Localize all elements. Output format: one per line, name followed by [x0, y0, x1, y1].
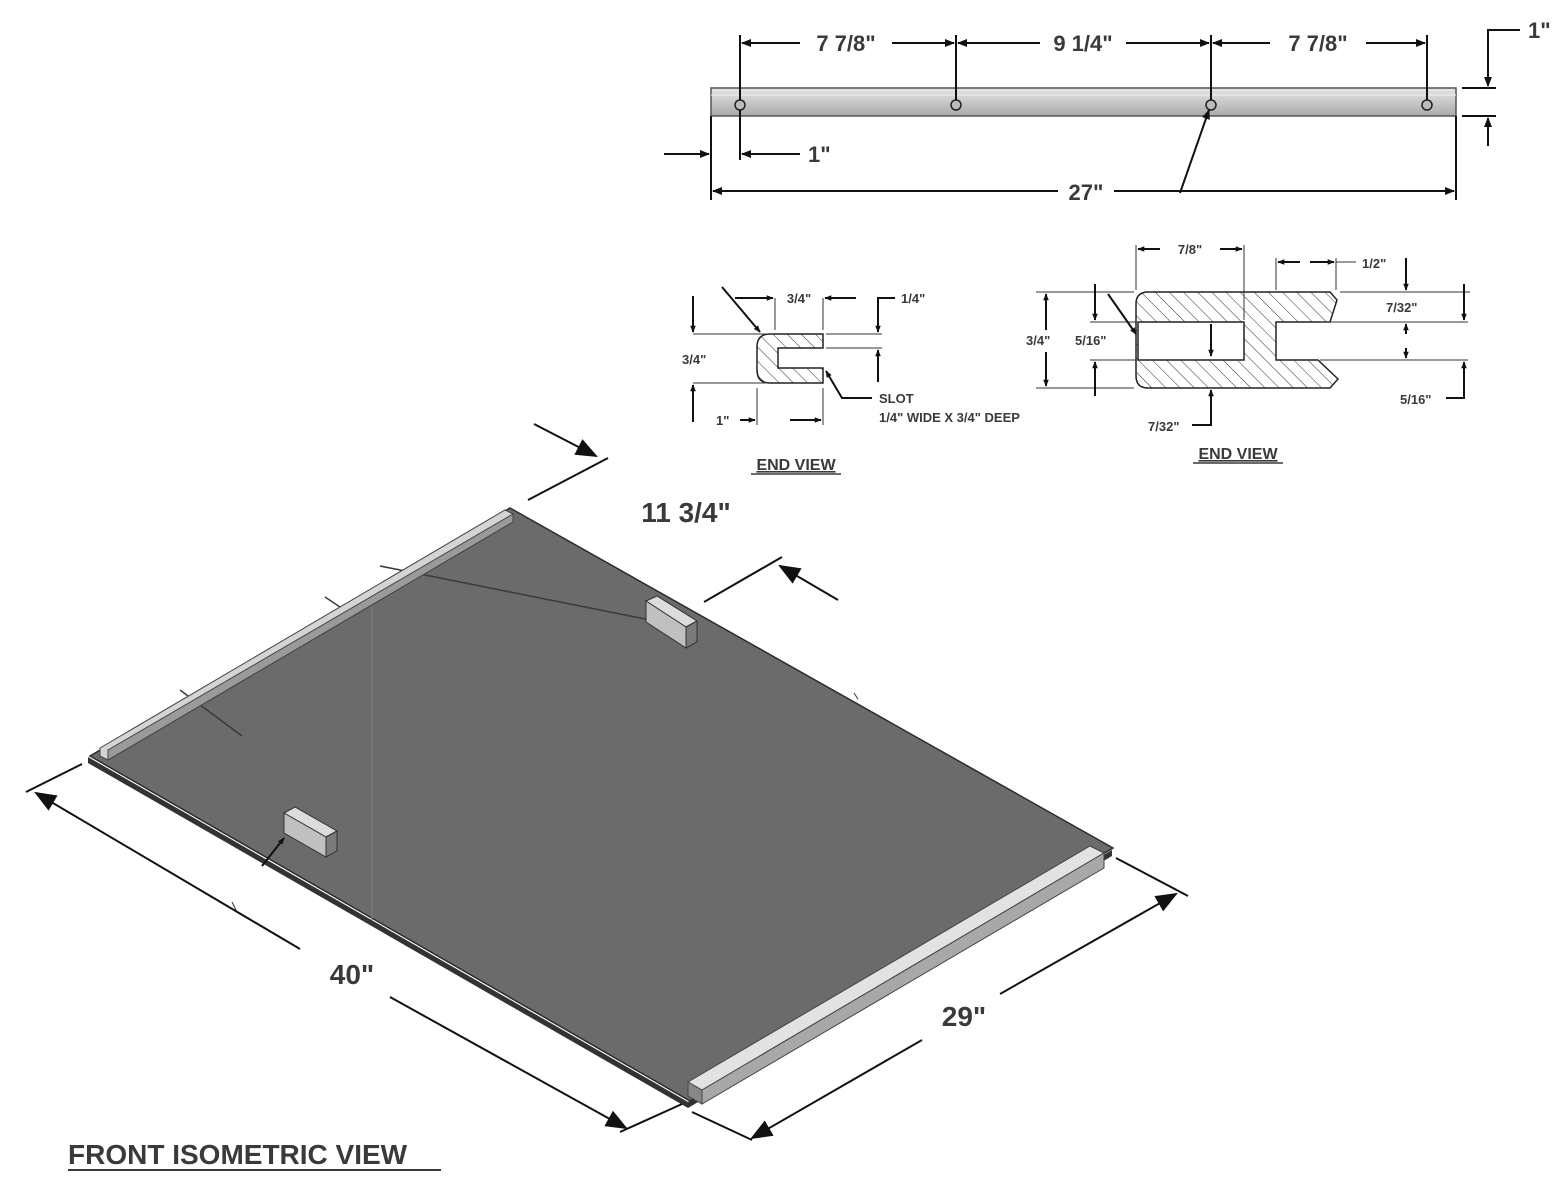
- dim-top-small: 3/4": [787, 291, 811, 306]
- strip-top-view: 7 7/8" 9 1/4" 7 7/8" 1" 1" 27": [664, 18, 1551, 205]
- clip-block-front: [282, 806, 339, 858]
- front-strip: [687, 845, 1106, 1105]
- end-view-small: 3/4" 3/4" 1/4" 1" SLOT 1/4" WIDE X 3/4" …: [682, 286, 1020, 475]
- dim-width-iso: 29": [942, 1001, 986, 1032]
- dim-bottom: 7/32": [1148, 419, 1179, 434]
- dim-top-width: 7/8": [1178, 242, 1202, 257]
- hole: [1421, 99, 1433, 111]
- hole: [1205, 99, 1217, 111]
- clip-block-back: [644, 595, 698, 649]
- dim-length-iso: 40": [330, 959, 374, 990]
- dim-edge-offset: 1": [808, 142, 831, 167]
- c-profile: [756, 333, 824, 384]
- dim-depth: 11 3/4": [641, 497, 731, 528]
- slot-label: SLOT: [879, 391, 914, 406]
- dim-inner: 5/16": [1075, 333, 1106, 348]
- end-view-large: 7/8" 1/2" 3/4" 5/16" 7/32" 5/16" 7/32" E…: [1026, 242, 1470, 464]
- iso-view-title: FRONT ISOMETRIC VIEW: [68, 1139, 408, 1170]
- dim-seg2: 9 1/4": [1053, 31, 1112, 56]
- hole: [950, 99, 962, 111]
- end-view-large-title: END VIEW: [1198, 446, 1278, 463]
- h-profile: [1135, 291, 1340, 389]
- back-strip: [99, 509, 514, 761]
- strip-body: [710, 87, 1457, 117]
- dim-height-small: 3/4": [682, 352, 706, 367]
- isometric-view: 11 3/4" 40" 29" FRONT ISOMETRIC VIEW: [25, 423, 1189, 1171]
- dim-lip-small: 1/4": [901, 291, 925, 306]
- slot-desc: 1/4" WIDE X 3/4" DEEP: [879, 410, 1020, 425]
- dim-right-lip: 1/2": [1362, 256, 1386, 271]
- dim-height-large: 3/4": [1026, 333, 1050, 348]
- dim-right-bottom: 5/16": [1400, 392, 1431, 407]
- dim-seg3: 7 7/8": [1288, 31, 1347, 56]
- dim-length: 27": [1069, 180, 1104, 205]
- dim-seg1: 7 7/8": [816, 31, 875, 56]
- dim-right-top: 7/32": [1386, 300, 1417, 315]
- hole: [734, 99, 746, 111]
- dim-width-small: 1": [716, 413, 729, 428]
- end-view-small-title: END VIEW: [756, 457, 836, 474]
- dim-height: 1": [1528, 18, 1551, 43]
